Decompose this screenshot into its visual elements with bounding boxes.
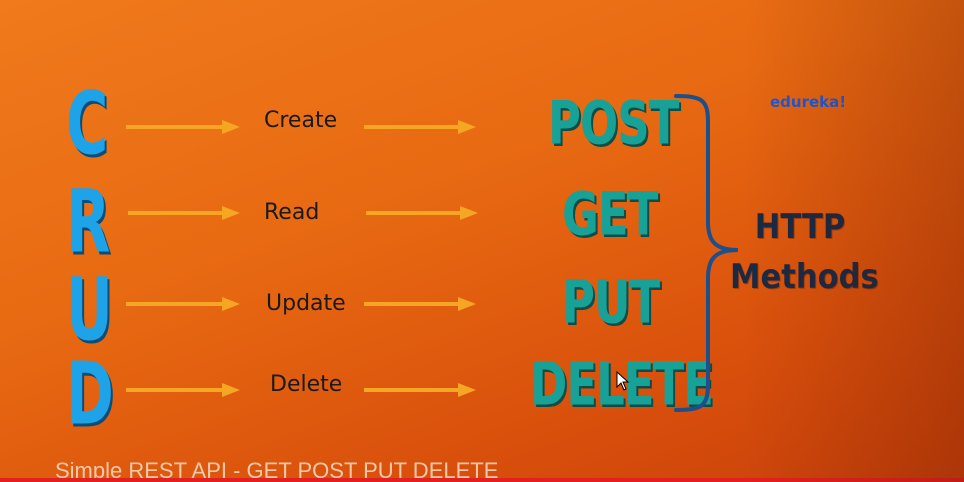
arrow-right-icon [364, 383, 476, 397]
video-progress-bar[interactable] [0, 478, 964, 482]
arrow-right-icon [364, 120, 476, 134]
method-get: GET [562, 179, 658, 249]
crud-letter-u: U [66, 261, 113, 362]
mouse-cursor-icon [616, 370, 630, 395]
curly-brace-icon [672, 92, 742, 418]
method-put: PUT [562, 267, 660, 337]
method-post: POST [548, 88, 679, 158]
http-methods-label: HTTP Methods [730, 202, 879, 302]
crud-letter-d: D [66, 345, 114, 446]
operation-create: Create [264, 108, 338, 133]
arrow-right-icon [128, 206, 240, 220]
http-label-line1: HTTP [754, 207, 846, 247]
arrow-right-icon [364, 297, 476, 311]
crud-letter-r: R [66, 173, 111, 274]
operation-update: Update [266, 291, 346, 316]
arrow-right-icon [126, 297, 240, 311]
arrow-right-icon [366, 206, 478, 220]
arrow-right-icon [126, 120, 240, 134]
edureka-logo: edureka! [770, 93, 847, 111]
operation-read: Read [264, 200, 320, 225]
crud-letter-c: C [66, 75, 109, 176]
operation-delete: Delete [270, 372, 343, 397]
arrow-right-icon [126, 383, 240, 397]
http-label-line2: Methods [730, 257, 879, 297]
